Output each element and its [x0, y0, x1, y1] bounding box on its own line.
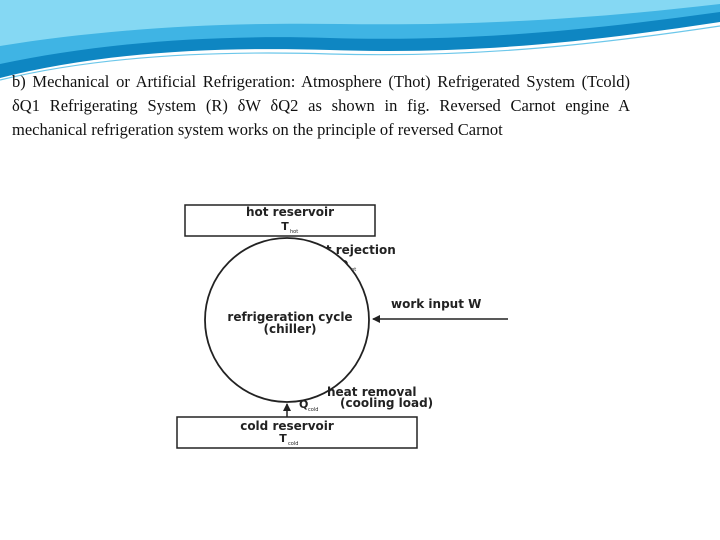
- cold-reservoir-label: cold reservoir: [240, 419, 334, 433]
- cycle-label-line2: (chiller): [263, 322, 316, 336]
- refrigeration-cycle-diagram: hot reservoir T hot heat rejection Q hot…: [176, 204, 508, 449]
- heat-removal-subscript: cold: [308, 407, 318, 413]
- heat-removal-label: heat removal: [327, 385, 417, 399]
- cycle-label-line1: refrigeration cycle: [227, 310, 352, 324]
- cold-reservoir-box: cold reservoir T cold: [176, 416, 418, 449]
- hot-reservoir-box: hot reservoir T hot: [184, 204, 376, 237]
- cold-reservoir-symbol: T: [279, 432, 287, 445]
- work-input-label: work input W: [391, 297, 481, 311]
- slide-paragraph: b) Mechanical or Artificial Refrigeratio…: [12, 72, 630, 139]
- heat-removal-symbol: Q: [299, 398, 308, 411]
- hot-reservoir-symbol: T: [281, 220, 289, 233]
- header-wave-decoration: [0, 0, 720, 81]
- cooling-load-label: (cooling load): [340, 396, 433, 410]
- cold-reservoir-subscript: cold: [288, 441, 298, 447]
- refrigeration-cycle-circle: [204, 237, 370, 403]
- hot-reservoir-label: hot reservoir: [246, 205, 334, 219]
- hot-reservoir-subscript: hot: [290, 229, 298, 235]
